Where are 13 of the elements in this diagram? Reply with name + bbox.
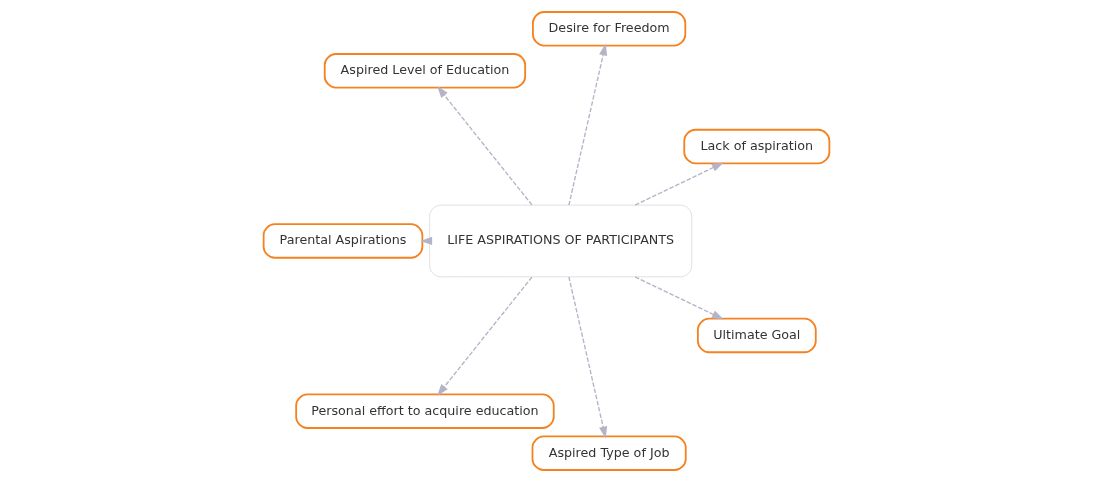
node-box: Aspired Level of Education [323, 53, 527, 89]
arrow [568, 43, 608, 206]
arrow [437, 276, 533, 396]
node-box: Ultimate Goal [696, 317, 817, 354]
node-box: Aspired Type of Job [531, 435, 687, 471]
arrow [437, 86, 533, 206]
node-box: Personal effort to acquire education [295, 393, 555, 429]
node-box: Desire for Freedom [532, 11, 687, 47]
arrow [634, 276, 724, 320]
arrow [634, 162, 724, 206]
arrow [568, 276, 608, 439]
node-box: Lack of aspiration [683, 128, 831, 165]
node-box: Parental Aspirations [262, 223, 424, 259]
